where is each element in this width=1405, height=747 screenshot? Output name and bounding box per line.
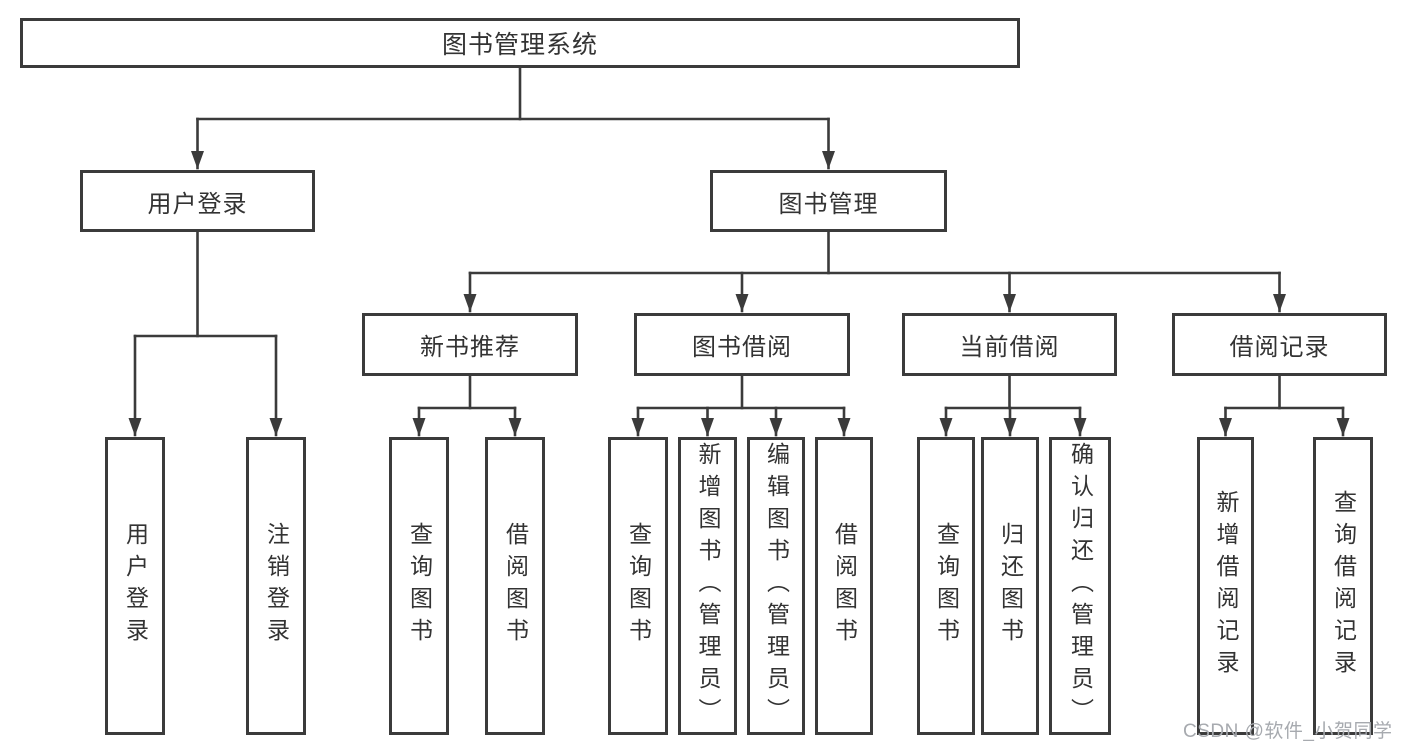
tree-node-root: 图书管理系统 [20,18,1020,68]
tree-node-label-cb-return: 归还图书 [997,522,1024,650]
tree-node-new-book-rec: 新书推荐 [362,313,578,376]
tree-node-bb-query: 查询图书 [608,437,668,735]
tree-node-label-login: 用户登录 [122,522,149,650]
tree-node-label-cb-confirm: 确认归还（管理员） [1067,442,1094,730]
tree-node-label-user-login: 用户登录 [147,190,248,218]
tree-node-label-book-borrow: 图书借阅 [692,334,792,361]
tree-node-bb-borrow: 借阅图书 [815,437,873,735]
tree-node-label-bb-add: 新增图书（管理员） [695,442,721,730]
tree-node-logout: 注销登录 [246,437,306,735]
tree-node-label-current-borrow: 当前借阅 [959,334,1060,361]
tree-node-label-root: 图书管理系统 [441,31,598,59]
tree-node-label-bb-query: 查询图书 [625,522,652,650]
tree-node-book-mgmt: 图书管理 [710,170,947,232]
tree-node-cb-query: 查询图书 [917,437,975,735]
tree-node-nb-query: 查询图书 [389,437,449,735]
tree-node-label-bb-edit: 编辑图书（管理员） [763,442,790,730]
tree-node-br-add: 新增借阅记录 [1197,437,1254,735]
tree-node-user-login: 用户登录 [80,170,315,232]
tree-node-borrow-record: 借阅记录 [1172,313,1387,376]
tree-node-bb-edit: 编辑图书（管理员） [747,437,805,735]
tree-node-label-nb-borrow: 借阅图书 [502,522,529,650]
tree-node-bb-add: 新增图书（管理员） [678,437,737,735]
tree-node-label-borrow-record: 借阅记录 [1229,334,1330,361]
tree-node-br-query: 查询借阅记录 [1313,437,1373,735]
tree-node-label-book-mgmt: 图书管理 [778,190,879,218]
tree-node-current-borrow: 当前借阅 [902,313,1117,376]
tree-node-label-bb-borrow: 借阅图书 [831,522,858,650]
tree-node-label-new-book-rec: 新书推荐 [420,334,520,361]
tree-node-cb-confirm: 确认归还（管理员） [1049,437,1111,735]
tree-node-label-cb-query: 查询图书 [933,522,960,650]
tree-node-label-br-query: 查询借阅记录 [1330,490,1357,682]
tree-node-label-nb-query: 查询图书 [406,522,433,650]
tree-node-label-logout: 注销登录 [263,522,290,650]
tree-node-login: 用户登录 [105,437,165,735]
tree-node-cb-return: 归还图书 [981,437,1039,735]
tree-node-label-br-add: 新增借阅记录 [1213,490,1239,682]
tree-node-nb-borrow: 借阅图书 [485,437,545,735]
csdn-watermark: CSDN @软件_小贺同学 [1183,721,1393,742]
tree-node-book-borrow: 图书借阅 [634,313,850,376]
